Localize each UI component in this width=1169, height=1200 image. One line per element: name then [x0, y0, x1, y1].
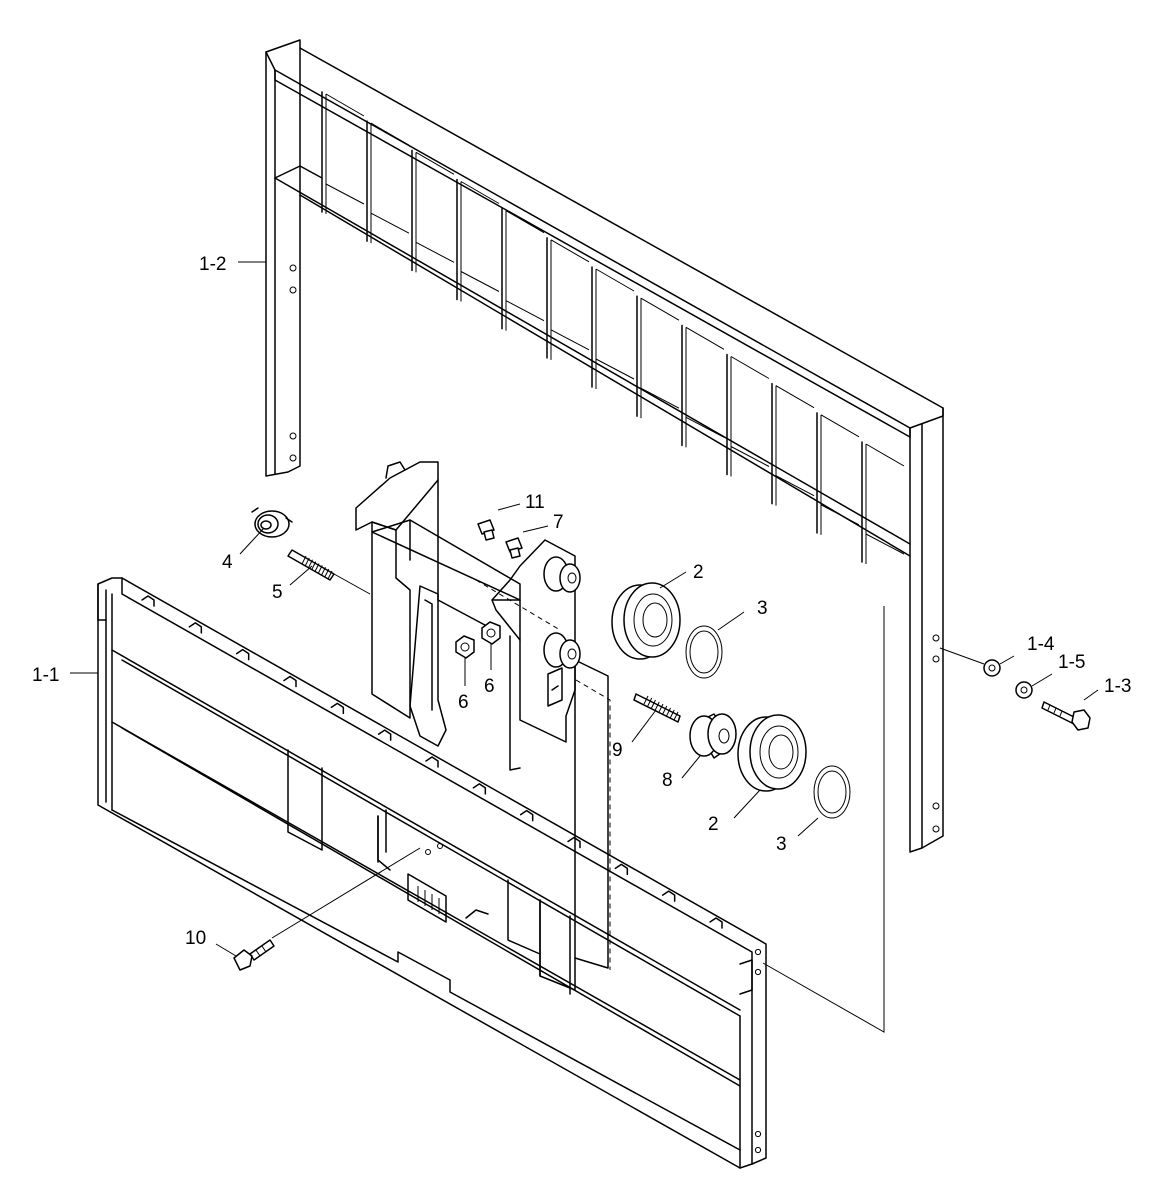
carriage-hook-notch: [330, 702, 345, 715]
callout-3-upper: 3: [757, 598, 768, 619]
part-1-4-washer: [983, 659, 1001, 677]
callout-7: 7: [553, 512, 564, 533]
part-3-snap-ring-lower: [813, 765, 851, 819]
part-1-3-bolt: [1041, 701, 1091, 731]
lower-pivot-hub: [543, 632, 581, 669]
carriage-hook-notch: [425, 756, 439, 768]
carriage-hook-notch: [188, 622, 203, 634]
callout-2-upper: 2: [693, 562, 704, 583]
callout-labels: 1-2 1-1 1-3 1-4 1-5 2 2 3 3 4 5 6 6 7 8 …: [32, 254, 1131, 949]
callout-4: 4: [222, 552, 233, 573]
callout-1-3: 1-3: [1104, 676, 1131, 697]
backrest-slat-bevel: [820, 414, 860, 526]
callout-1-4: 1-4: [1027, 634, 1055, 655]
part-7-grease-nipple: [505, 537, 523, 559]
carriage-hook-notch: [661, 890, 676, 902]
part-9-threaded-stud: [633, 693, 681, 723]
callout-5: 5: [272, 582, 283, 603]
part-6-nut-right: [481, 621, 501, 645]
load-backrest: [265, 39, 944, 1033]
fork-carriage-frame: [97, 577, 767, 1169]
backrest-slat-bevel: [730, 356, 770, 467]
thread-mark: [651, 699, 656, 709]
carriage-hook-notch: [235, 648, 250, 661]
backrest-slat-bevel: [415, 151, 455, 263]
part-1-5-lock-washer: [1015, 681, 1033, 699]
backrest-slat-bevel: [325, 93, 365, 205]
thread-mark: [673, 711, 679, 721]
carriage-hook-notch: [614, 863, 629, 876]
backrest-slat-bevel: [550, 239, 590, 351]
thread-mark: [662, 705, 668, 715]
thread-mark: [304, 557, 310, 567]
backrest-slat-bevel: [685, 326, 725, 438]
part-2-bearing-upper: [611, 582, 681, 660]
backrest-slat-bevel: [370, 122, 410, 234]
callout-1-2: 1-2: [199, 254, 226, 275]
thread-mark: [643, 695, 649, 705]
callout-6-right: 6: [484, 676, 495, 697]
carriage-hook-notch: [377, 729, 392, 741]
part-10-cap-screw: [233, 939, 275, 971]
part-3-snap-ring-upper: [685, 625, 723, 679]
part-6-nut-left: [455, 635, 475, 659]
backrest-slat-bevel: [775, 385, 815, 497]
backrest-slat-bevel: [865, 443, 905, 555]
thread-mark: [308, 559, 313, 568]
part-8-collar: [689, 713, 737, 759]
thread-mark: [301, 555, 307, 565]
carriage-hook-notch: [567, 836, 581, 849]
thread-mark: [654, 701, 660, 711]
backrest-slat-bevel: [640, 297, 680, 409]
callout-6-left: 6: [458, 692, 469, 713]
callout-3-lower: 3: [776, 834, 787, 855]
thread-mark: [311, 561, 317, 570]
callout-1-1: 1-1: [32, 665, 59, 686]
callout-8: 8: [662, 770, 673, 791]
carriage-hook-notch: [472, 783, 487, 795]
thread-mark: [317, 565, 323, 574]
carriage-hook-notch: [283, 675, 297, 688]
thread-mark: [666, 707, 671, 717]
part-5-threaded-stud: [287, 549, 335, 581]
upper-pivot-hub: [543, 556, 581, 593]
carriage-hook-notch: [709, 917, 723, 929]
backrest-slat-bevel: [505, 210, 545, 322]
backrest-slat-bevel: [595, 268, 635, 380]
thread-mark: [321, 567, 326, 576]
pivot-carriage: [355, 461, 611, 991]
callout-10: 10: [185, 928, 206, 949]
callout-9: 9: [612, 740, 623, 761]
callout-11: 11: [525, 492, 545, 513]
thread-mark: [324, 568, 330, 578]
callout-2-lower: 2: [708, 814, 719, 835]
thread-mark: [647, 697, 653, 707]
callout-1-5: 1-5: [1058, 652, 1085, 673]
thread-mark: [314, 563, 320, 572]
leader-lines: [70, 261, 1099, 957]
carriage-hook-notch: [519, 809, 534, 822]
thread-mark: [658, 703, 664, 713]
part-2-bearing-lower: [737, 714, 807, 792]
part-4-swivel-nut: [251, 507, 293, 538]
part-11-grease-nipple: [477, 519, 495, 541]
thread-mark: [669, 709, 675, 719]
backrest-slat-bevel: [460, 181, 500, 292]
thread-mark: [327, 570, 333, 580]
carriage-hook-notch: [141, 595, 155, 607]
